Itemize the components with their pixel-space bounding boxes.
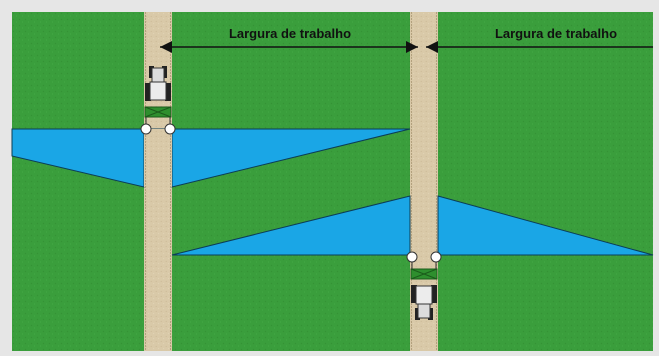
field-area	[12, 12, 653, 351]
width-label-left: Largura de trabalho	[229, 26, 351, 41]
spray-area-lower-left	[171, 195, 411, 256]
track-left-overlay	[144, 129, 172, 187]
tractor-with-sprayer-icon	[140, 66, 176, 135]
width-label-right: Largura de trabalho	[495, 26, 617, 41]
tractor-with-sprayer-icon	[406, 251, 442, 320]
spray-area-lower-right	[437, 195, 654, 256]
